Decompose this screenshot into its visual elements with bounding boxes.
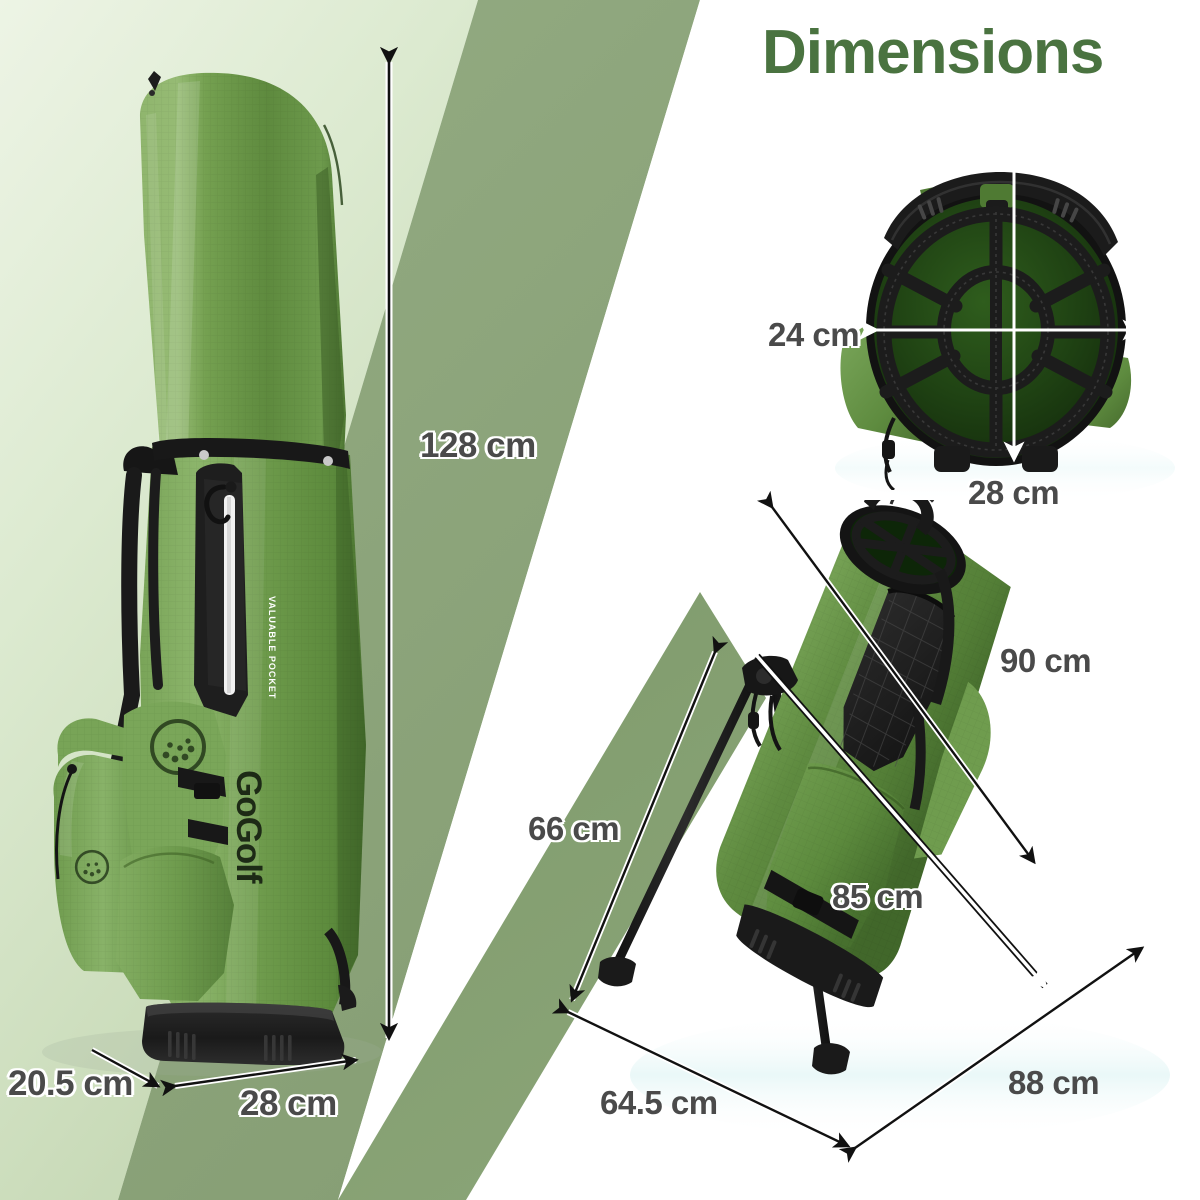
top-down-bag-image [840,172,1132,490]
dimension-label-overall-diagonal: 90 cm [1000,642,1092,679]
page-title: Dimensions [762,18,1104,87]
dimension-label-bag-length: 85 cm [832,878,924,915]
dimension-label-top-depth: 24 cm [768,316,860,353]
dimension-label-leg-spread: 64.5 cm [600,1084,718,1121]
valuable-pocket-label: VALUABLE POCKET [267,596,277,700]
dimension-label-depth: 20.5 cm [8,1064,133,1103]
front-standing-bag-image [53,71,366,1065]
stand-deployed-bag-image [598,500,1011,1075]
dimension-label-stand-leg: 66 cm [528,810,620,847]
dimension-label-base-span: 88 cm [1008,1064,1100,1101]
brand-logo-text: GoGolf [229,770,268,883]
dimension-label-width: 28 cm [240,1084,337,1123]
dimension-label-height: 128 cm [420,426,536,465]
dimension-label-top-width: 28 cm [968,474,1060,511]
